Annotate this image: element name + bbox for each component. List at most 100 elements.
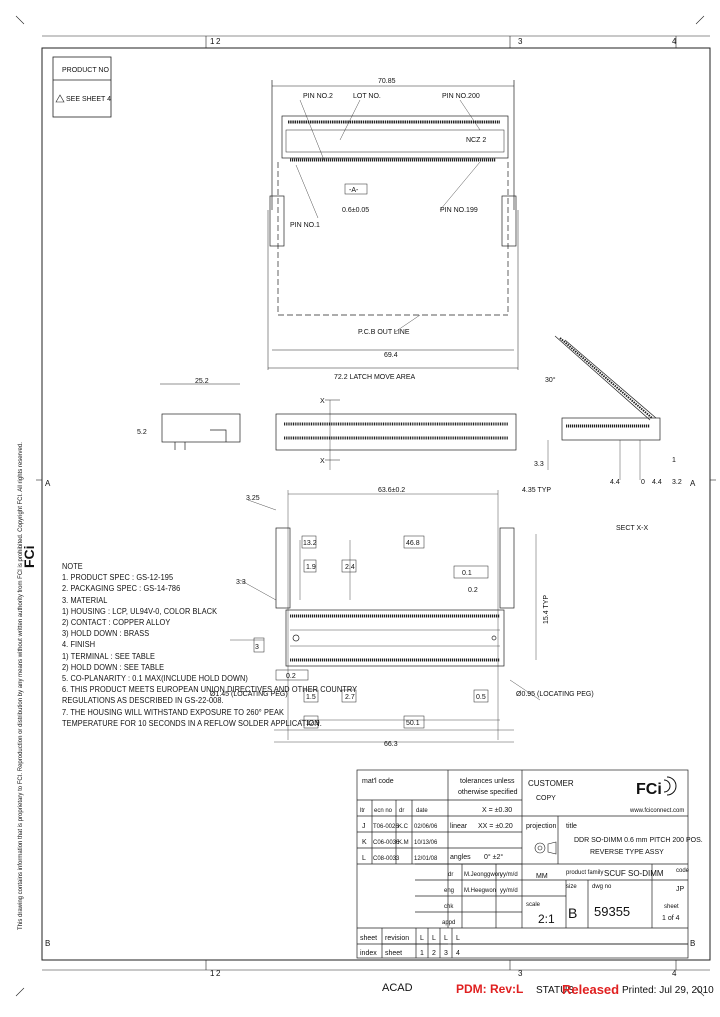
size-value: B [568,905,577,921]
sheet-cell-0: 1 [420,950,424,957]
rev-cell-3: L [456,935,460,942]
rev-date-1: 10/13/06 [414,840,438,846]
title-line-1: DDR SO-DIMM 0.6 mm PITCH 200 POS. [574,837,703,844]
sheet-border [41,47,711,961]
dim-3-3: 3.3 [534,461,544,468]
units: MM [536,873,548,880]
dim-69: 69.4 [384,352,398,359]
eng-date: yy/m/d [500,888,518,894]
dim-13-2: 13.2 [303,540,317,547]
title-line-2: REVERSE TYPE ASSY [590,849,664,856]
tolerances-label: tolerances unless [460,778,515,785]
dim-15-4: 15.4 TYP [543,595,550,624]
note-line: 5. CO-PLANARITY : 0.1 MAX(INCLUDE HOLD D… [62,674,248,684]
svg-text:FCi: FCi [636,781,662,798]
zone-bottom-2: 2 [216,969,221,978]
row-index: index [360,950,377,957]
zone-bottom-1: 1 [210,969,215,978]
svg-text:FCi: FCi [21,545,37,568]
product-family: SCUF SO-DIMM [604,869,664,878]
footer-status: Released [562,982,620,997]
dim-pitch: 0.6±0.05 [342,207,369,214]
warning-triangle-icon [55,94,65,103]
rev-cell-0: L [420,935,424,942]
rev-cell-1: L [432,935,436,942]
row-sheet: sheet [360,935,377,942]
zone-top-1: 1 [210,37,215,46]
eng-name: M.Heegwon [464,888,496,894]
note-line: 4. FINISH [62,640,96,650]
product-no-label: PRODUCT NO [62,67,109,74]
dim-4-4-b: 4.4 [652,479,662,486]
note-line: REGULATIONS AS DESCRIBED IN GS-22-008. [62,696,224,706]
linear-label: linear [450,823,468,830]
tol-a-01: 0.1 [462,570,472,577]
zone-top-4: 4 [672,37,677,46]
note-line: NOTE [62,562,83,571]
footer-pdm: PDM: Rev:L [456,982,524,996]
copy-label: COPY [536,795,556,802]
fci-side-logo-icon: FCi [21,545,37,568]
rev-date-0: 02/06/06 [414,824,438,830]
rev-dr-1: K.M [398,840,409,846]
note-line: 1. PRODUCT SPEC : GS-12-195 [62,573,174,583]
note-line: 3) HOLD DOWN : BRASS [62,629,150,639]
dim-66-3: 66.3 [384,741,398,748]
dim-1: 1 [672,457,676,464]
dim-2-7: 2.7 [345,694,355,701]
code-value: JP [676,886,685,893]
zone-left-b: B [45,939,50,948]
hdr-date: date [416,808,428,814]
rev-ltr-0: J [362,823,366,830]
note-line: 7. THE HOUSING WILL WITHSTAND EXPOSURE T… [62,707,284,717]
dwg-no: 59355 [594,904,630,919]
footer-acad: ACAD [382,982,413,994]
hdr-dr: dr [399,808,404,814]
rev-date-2: 12/01/08 [414,856,438,862]
note-line: 1) HOUSING : LCP, UL94V-0, COLOR BLACK [62,606,218,616]
note-line: 1) TERMINAL : SEE TABLE [62,651,156,661]
label-lot: LOT NO. [353,93,381,100]
row-chk: chk [444,904,454,910]
rev-ltr-2: L [362,855,366,862]
section-x-top: X [320,398,325,405]
customer-label: CUSTOMER [528,779,574,788]
lin-x: X = ±0.30 [482,807,512,814]
matl-code-label: mat'l code [362,778,394,785]
title-label: title [566,823,577,830]
projection-symbol-icon [534,841,557,855]
dim-25-2: 25.2 [195,378,209,385]
dim-12-9: 12.9 [306,720,320,727]
front-view [275,399,517,470]
dim-1-5: 1.5 [306,694,316,701]
dr-date: yy/m/d [500,872,518,878]
dwg-label: dwg no [592,884,612,890]
code-label: code [676,868,690,874]
dim-4-35: 4.35 TYP [522,487,551,494]
dr-name: M.Jeonggwon [464,872,501,878]
sheet-label-2: sheet [385,950,402,957]
angles-value: 0° ±2° [484,853,503,861]
dim-1-9: 1.9 [306,564,316,571]
rev-dr-0: K.C [398,824,409,830]
note-line: 2) HOLD DOWN : SEE TABLE [62,662,165,672]
dim-3: 3 [255,644,259,651]
sheet-cell-2: 3 [444,950,448,957]
peg-right: Ø0.95 (LOCATING PEG) [516,691,594,698]
dim-46-8: 46.8 [406,540,420,547]
revision-label: revision [385,935,409,942]
footer-printed: Printed: Jul 29, 2010 [622,985,714,996]
dim-3-3-pcb: 3.3 [236,579,246,586]
section-label: SECT X-X [616,525,648,532]
label-pin200: PIN NO.200 [442,93,480,100]
note-line: 2. PACKAGING SPEC : GS-14-786 [62,584,181,594]
section-view [547,335,661,480]
rev-ecn-0: T06-0026 [373,824,399,830]
dim-overall: 70.85 [378,78,396,85]
zone-left-a: A [45,479,51,488]
product-family-label: product family [566,870,603,876]
row-dr: dr [448,872,453,878]
side-view [160,383,241,450]
lin-xx: XX = ±0.20 [478,823,513,830]
